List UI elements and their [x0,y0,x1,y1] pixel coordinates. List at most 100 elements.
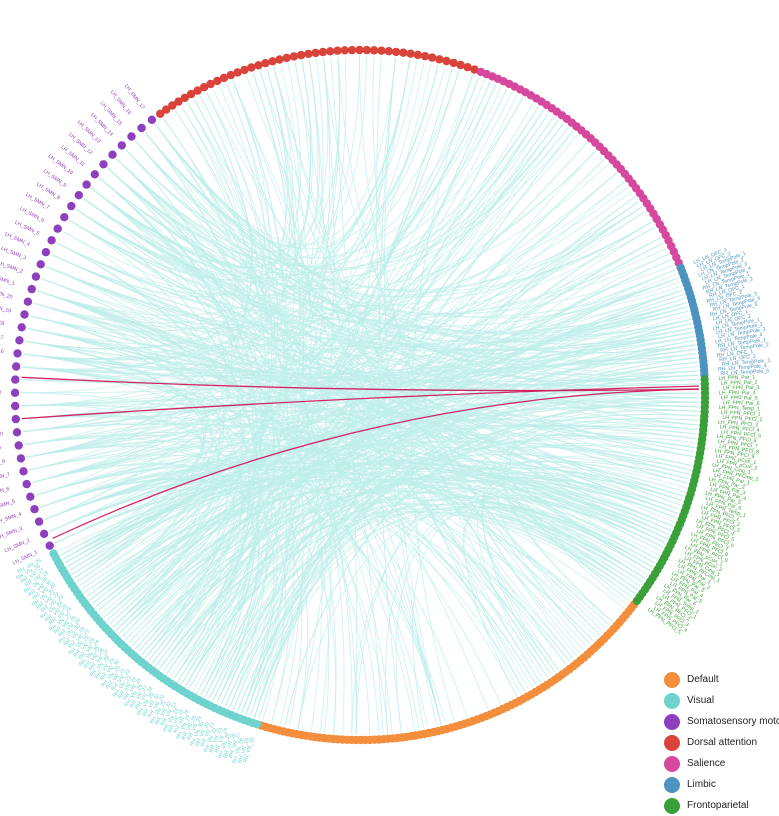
legend-label: Somatosensory motor [687,716,779,727]
node-label: LH_SMN_5 [14,220,41,237]
network-node [54,225,62,233]
network-node [75,191,83,199]
network-node [20,310,28,318]
legend-item: Default [664,669,776,690]
node-label: LH_SMN_6 [0,486,10,499]
network-node [40,530,48,538]
network-node [392,48,400,56]
network-node [118,141,126,149]
network-node [370,46,378,54]
network-node [82,180,90,188]
node-label: LH_SMN_19 [0,302,12,315]
network-node [348,46,356,54]
network-node [15,336,23,344]
node-label: LH_SMN_9 [0,445,1,455]
node-label: LH_SMN_4 [4,231,31,248]
node-label: LH_SMN_3 [0,246,27,262]
legend-swatch [664,735,680,751]
legend-item: Visual [664,690,776,711]
network-node [137,124,145,132]
network-node [377,47,385,55]
network-node [18,323,26,331]
network-node [42,248,50,256]
legend-label: Salience [687,758,725,769]
network-node [333,47,341,55]
network-node [15,441,23,449]
network-node [442,57,450,65]
network-node [127,132,135,140]
network-node [23,480,31,488]
link [37,60,409,316]
node-label: LH_SMN_3 [0,526,24,541]
network-node [261,59,269,67]
network-node [17,454,25,462]
network-node [99,160,107,168]
network-node [355,46,363,54]
node-label: LH_SMN_1 [0,273,15,287]
network-node [35,517,43,525]
legend-item: Somatosensory motor [664,711,776,732]
network-node [67,202,75,210]
network-node [32,272,40,280]
network-node [11,375,19,383]
network-node [326,47,334,55]
node-label: LH_SMN_2 [0,260,24,275]
network-node [633,597,641,605]
network-node [297,51,305,59]
network-node [268,57,276,65]
node-label: LH_SMN_8 [0,459,6,470]
node-label: LH_SMN_7 [24,192,50,211]
network-node [406,50,414,58]
network-node [304,50,312,58]
node-label: LH_SMN_18 [0,315,5,327]
node-label: LH_SMN_10 [0,431,4,440]
legend-label: Default [687,674,719,685]
node-label: LH_SMN_7 [0,472,11,484]
network-node [341,46,349,54]
node-label: LH_SMN_2 [4,538,31,554]
network-node [435,55,443,63]
network-node [421,52,429,60]
network-node [12,415,20,423]
node-label: LH_SMN_5 [0,499,16,513]
network-node [385,47,393,55]
node-label: LH_SMN_4 [0,511,23,526]
legend-item: Salience [664,753,776,774]
node-label: LH_SMN_17 [0,331,4,342]
network-node [399,49,407,57]
network-node [148,116,156,124]
network-node [24,298,32,306]
network-node [275,55,283,63]
legend-swatch [664,756,680,772]
network-node [108,151,116,159]
network-node [363,46,371,54]
network-node [11,389,19,397]
legend-swatch [664,672,680,688]
network-node [13,428,21,436]
legend-swatch [664,714,680,730]
network-node [46,542,54,550]
network-node [290,52,298,60]
network-node [428,53,436,61]
network-node [311,49,319,57]
network-node [26,493,34,501]
network-node [49,549,57,557]
network-node [60,213,68,221]
node-label: LH_SMN_16 [0,346,4,356]
network-node [19,467,27,475]
network-node [12,362,20,370]
node-label: LH_SMN_20 [0,287,13,301]
legend-label: Dorsal attention [687,737,757,748]
legend-label: Limbic [687,779,716,790]
network-node [414,51,422,59]
node-label: LH_SMN_6 [19,206,45,224]
legend-item: Dorsal attention [664,732,776,753]
legend-label: Visual [687,695,714,706]
network-node [47,236,55,244]
network-node [37,260,45,268]
network-node [283,54,291,62]
legend-swatch [664,777,680,793]
legend-swatch [664,693,680,709]
